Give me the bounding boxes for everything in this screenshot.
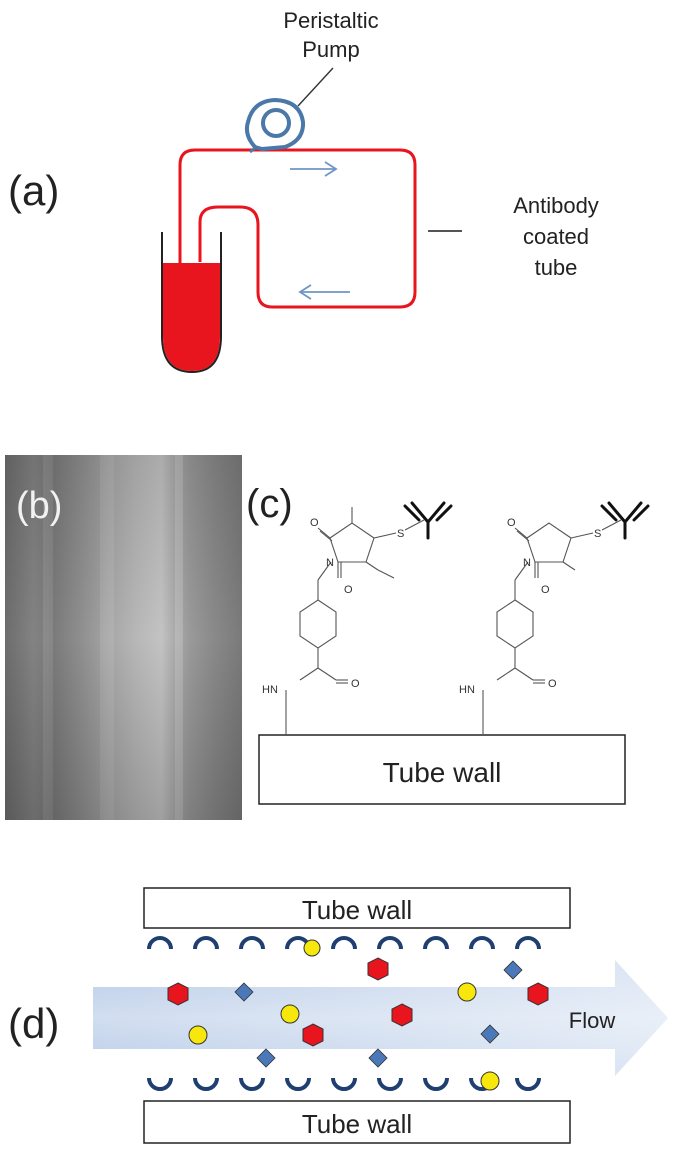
linker-molecule-2 — [482, 519, 622, 735]
antibody-row-top — [147, 936, 541, 950]
antibody-arc — [147, 936, 173, 950]
atom-n: N — [326, 557, 334, 569]
tube-loop — [178, 148, 417, 309]
atom-hn: HN — [459, 684, 475, 696]
antibody-arc — [239, 936, 265, 950]
blue-particle — [480, 1024, 500, 1044]
pump-label-line2: Pump — [302, 37, 359, 62]
antibody-arc — [377, 1077, 403, 1091]
yellow-particle — [280, 1004, 300, 1024]
tube-wall-label-c: Tube wall — [383, 757, 502, 788]
atom-s: S — [397, 528, 404, 540]
tube-label-line2: coated — [523, 224, 589, 249]
panel-c-label: (c) — [246, 482, 293, 526]
antibody-arc — [239, 1077, 265, 1091]
molecule-1-atoms: O O N S O HN — [262, 517, 404, 696]
panel-c: (c) Tube wall — [246, 482, 650, 805]
panel-d-label: (d) — [8, 1000, 59, 1047]
atom-o: O — [344, 584, 353, 596]
tube-label-line1: Antibody — [513, 193, 599, 218]
flow-arrow-highlight — [93, 960, 668, 1076]
flow-label: Flow — [569, 1008, 616, 1033]
red-particle — [167, 982, 189, 1006]
molecule-2-atoms: O O N S O HN — [459, 517, 601, 696]
linker-molecule-1 — [285, 507, 425, 735]
antibody-arc — [193, 936, 219, 950]
panel-b-label: (b) — [16, 485, 62, 527]
red-particle — [367, 957, 389, 981]
antibody-arc — [331, 936, 357, 950]
atom-o: O — [351, 678, 360, 690]
antibody-arc — [515, 936, 541, 950]
antibody-arc — [377, 936, 403, 950]
yellow-particle — [188, 1025, 208, 1045]
antibody-arc — [423, 1077, 449, 1091]
tube-wall-top — [143, 887, 571, 929]
atom-o: O — [310, 517, 319, 529]
tube-wall-top-label: Tube wall — [302, 895, 412, 925]
pump-leader-line — [297, 67, 334, 107]
yellow-particle — [457, 982, 477, 1002]
tube-wall-bottom — [143, 1100, 571, 1144]
atom-o: O — [507, 517, 516, 529]
antibody-arc — [193, 1077, 219, 1091]
antibody-arc — [147, 1077, 173, 1091]
atom-s: S — [594, 528, 601, 540]
tube-label-line3: tube — [535, 255, 578, 280]
atom-n: N — [523, 557, 531, 569]
antibody-arc — [515, 1077, 541, 1091]
antibody-arc — [469, 936, 495, 950]
reservoir-tube — [161, 232, 222, 374]
antibody-icon — [403, 501, 453, 540]
yellow-particle — [303, 939, 321, 957]
yellow-particle — [480, 1071, 500, 1091]
microscopy-image — [5, 455, 242, 820]
reservoir-liquid — [163, 263, 220, 371]
red-particle — [302, 1023, 324, 1047]
panel-a-label: (a) — [8, 167, 59, 214]
atom-o: O — [548, 678, 557, 690]
blue-particle — [503, 960, 523, 980]
pump-label-line1: Peristaltic — [283, 8, 378, 33]
antibody-arc — [285, 1077, 311, 1091]
blue-particle — [234, 982, 254, 1002]
antibody-arc — [423, 936, 449, 950]
peristaltic-pump-icon — [244, 97, 306, 154]
blue-particle — [368, 1048, 388, 1068]
panel-d: (d) Flow Tube wall Tube wall — [8, 887, 668, 1144]
arrow-right-icon — [290, 161, 338, 177]
arrow-left-icon — [298, 284, 350, 300]
tube-wall-bottom-label: Tube wall — [302, 1109, 412, 1139]
red-particle — [391, 1003, 413, 1027]
antibody-icon — [600, 501, 650, 540]
particles — [167, 939, 549, 1091]
antibody-row-bottom — [147, 1077, 541, 1091]
tube-wall-box-c — [258, 734, 626, 805]
blue-particle — [256, 1048, 276, 1068]
panel-a: (a) Peristaltic Pump Antibody coated tub… — [8, 8, 599, 374]
atom-hn: HN — [262, 684, 278, 696]
red-particle — [527, 982, 549, 1006]
antibody-arc — [331, 1077, 357, 1091]
atom-o: O — [541, 584, 550, 596]
